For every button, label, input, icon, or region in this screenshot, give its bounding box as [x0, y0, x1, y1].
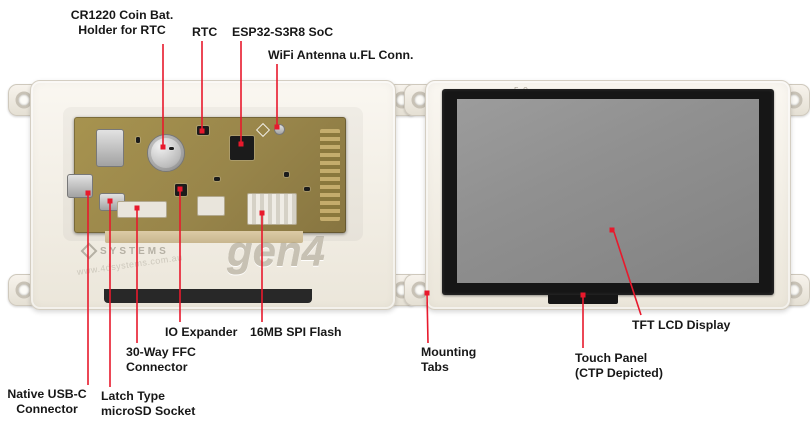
passive-component	[284, 172, 289, 177]
passive-component	[169, 147, 174, 150]
label-ffc-connector: 30-Way FFC Connector	[126, 345, 196, 375]
label-spi-flash: 16MB SPI Flash	[250, 325, 342, 340]
brand-text: SYSTEMS	[100, 245, 169, 257]
tft-lcd-screen	[457, 99, 759, 283]
label-line: Touch Panel	[575, 351, 648, 365]
label-line: Native USB-C	[7, 387, 87, 401]
gpio-pads	[320, 129, 340, 221]
usb-c-connector	[67, 174, 93, 198]
microsd-socket	[96, 129, 124, 167]
label-cr1220-battery: CR1220 Coin Bat. Holder for RTC	[62, 8, 182, 38]
display-flex-strip	[104, 289, 312, 303]
label-touch-panel: Touch Panel (CTP Depicted)	[575, 351, 663, 381]
display-connector	[247, 193, 297, 225]
label-line: ESP32-S3R8 SoC	[232, 25, 334, 39]
model-text: gen4	[227, 228, 326, 275]
esp32-soc-chip	[230, 136, 254, 160]
display-frame	[442, 89, 774, 295]
label-tft-display: TFT LCD Display	[632, 318, 730, 333]
label-line: (CTP Depicted)	[575, 366, 663, 381]
ufl-antenna-connector	[274, 124, 285, 135]
passive-component	[214, 177, 220, 181]
label-line: IO Expander	[165, 325, 238, 339]
label-line: 16MB SPI Flash	[250, 325, 342, 339]
label-line: Tabs	[421, 360, 449, 375]
ffc-ribbon	[105, 231, 303, 243]
label-line: CR1220 Coin Bat.	[70, 8, 174, 22]
front-module-body: 5.0	[425, 80, 791, 310]
label-line: 30-Way FFC	[126, 345, 196, 359]
pcb	[67, 117, 346, 233]
label-mounting-tabs: Mounting Tabs	[421, 345, 476, 375]
brand-logo: SYSTEMS	[80, 242, 169, 260]
4d-diamond-icon	[80, 242, 98, 260]
label-esp32-soc: ESP32-S3R8 SoC	[232, 25, 333, 40]
label-microsd-socket: Latch Type microSD Socket	[101, 389, 195, 419]
label-line: Connector	[126, 360, 188, 375]
label-line: Mounting	[421, 345, 477, 359]
passive-component	[136, 137, 140, 143]
label-io-expander: IO Expander	[165, 325, 237, 340]
rtc-chip	[197, 126, 209, 135]
ffc-connector-center	[197, 196, 225, 216]
back-module-body: SYSTEMS www.4dsystems.com.au gen4	[30, 80, 396, 310]
label-line: Holder for RTC	[78, 23, 166, 38]
label-line: TFT LCD Display	[632, 318, 731, 332]
label-line: WiFi Antenna u.FL Conn.	[268, 48, 414, 62]
label-line: RTC	[192, 25, 218, 39]
label-usbc-connector: Native USB-C Connector	[4, 387, 90, 417]
label-wifi-antenna: WiFi Antenna u.FL Conn.	[268, 48, 413, 63]
touch-panel-flex	[548, 295, 618, 304]
label-line: Connector	[16, 402, 78, 417]
4d-logo-print-icon	[255, 122, 271, 138]
label-line: microSD Socket	[101, 404, 196, 419]
coin-battery-holder	[147, 134, 185, 172]
ffc-30way-connector	[117, 201, 167, 218]
label-rtc: RTC	[192, 25, 217, 40]
label-line: Latch Type	[101, 389, 166, 403]
io-expander-chip	[175, 184, 187, 196]
passive-component	[304, 187, 310, 191]
